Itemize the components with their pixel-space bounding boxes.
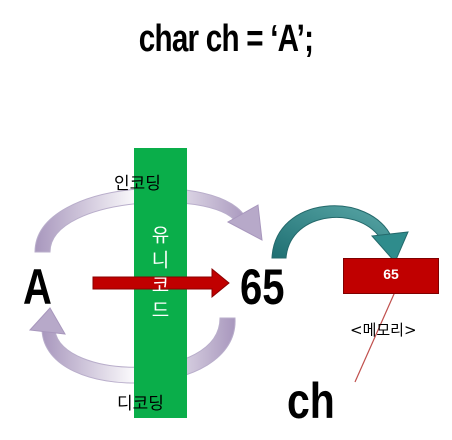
memory-value: 65 bbox=[383, 266, 399, 282]
decode-arrow bbox=[28, 307, 236, 384]
code-value: 65 bbox=[240, 259, 285, 315]
page-title: char ch = ‘A’; bbox=[138, 18, 314, 60]
store-arrow bbox=[271, 205, 409, 263]
decode-label: 디코딩 bbox=[117, 394, 164, 414]
unicode-label: 유니코드 bbox=[148, 225, 170, 325]
memory-label: <메모리> bbox=[350, 321, 417, 339]
encode-arrow bbox=[34, 187, 263, 253]
convert-arrow bbox=[92, 267, 230, 299]
variable-label: ch bbox=[287, 373, 335, 429]
character-a: A bbox=[23, 259, 52, 315]
encode-label: 인코딩 bbox=[114, 174, 161, 194]
memory-cell bbox=[343, 258, 439, 294]
